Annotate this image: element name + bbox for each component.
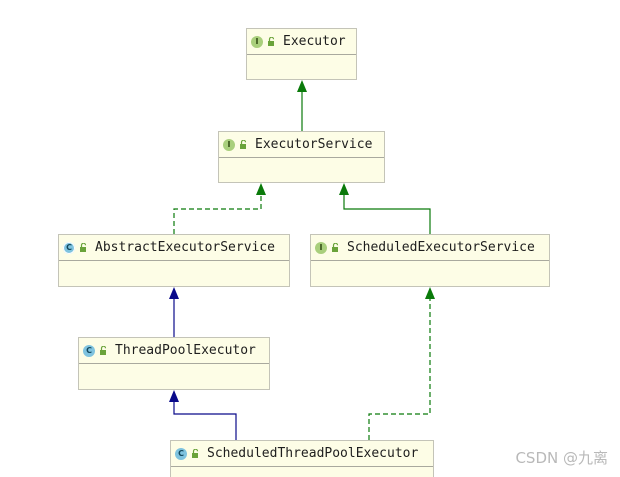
node-label-executor: Executor <box>283 34 346 49</box>
edge-abstractexecutorservice-to-executorservice <box>173 183 266 234</box>
node-label-thread-pool-executor: ThreadPoolExecutor <box>115 343 256 358</box>
unlocked-padlock-icon <box>267 37 276 46</box>
edge-scheduledexecutorservice-to-executorservice <box>339 183 431 234</box>
interface-badge-icon: I <box>315 241 327 254</box>
edge-scheduledthreadpoolexecutor-to-scheduledexecutorservice <box>368 287 435 440</box>
unlocked-padlock-icon <box>239 140 248 149</box>
edge-threadpoolexecutor-to-abstractexecutorservice <box>169 287 179 337</box>
node-label-scheduled-executor-service: ScheduledExecutorService <box>347 240 535 255</box>
edge-executorservice-to-executor <box>297 80 307 132</box>
node-header: I Executor <box>247 29 356 55</box>
node-scheduled-thread-pool-executor[interactable]: C ScheduledThreadPoolExecutor <box>170 440 434 477</box>
node-label-scheduled-thread-pool-executor: ScheduledThreadPoolExecutor <box>207 446 419 461</box>
node-label-abstract-executor-service: AbstractExecutorService <box>95 240 276 255</box>
node-header: I ExecutorService <box>219 132 384 158</box>
class-badge-icon: C <box>175 447 187 460</box>
node-label-executor-service: ExecutorService <box>255 137 373 152</box>
node-header: I ScheduledExecutorService <box>311 235 549 261</box>
node-header: C AbstractExecutorService <box>59 235 289 261</box>
node-abstract-executor-service[interactable]: C AbstractExecutorService <box>58 234 290 287</box>
unlocked-padlock-icon <box>99 346 108 355</box>
node-header: C ScheduledThreadPoolExecutor <box>171 441 433 467</box>
node-executor[interactable]: I Executor <box>246 28 357 80</box>
abstract-class-badge-icon: C <box>63 241 75 254</box>
node-scheduled-executor-service[interactable]: I ScheduledExecutorService <box>310 234 550 287</box>
node-thread-pool-executor[interactable]: C ThreadPoolExecutor <box>78 337 270 390</box>
edge-scheduledthreadpoolexecutor-to-threadpoolexecutor <box>169 390 237 440</box>
unlocked-padlock-icon <box>191 449 200 458</box>
node-executor-service[interactable]: I ExecutorService <box>218 131 385 183</box>
class-badge-icon: C <box>83 344 95 357</box>
interface-badge-icon: I <box>223 138 235 151</box>
node-header: C ThreadPoolExecutor <box>79 338 269 364</box>
unlocked-padlock-icon <box>79 243 88 252</box>
unlocked-padlock-icon <box>331 243 340 252</box>
interface-badge-icon: I <box>251 35 263 48</box>
watermark-text: CSDN @九离 <box>515 449 608 467</box>
